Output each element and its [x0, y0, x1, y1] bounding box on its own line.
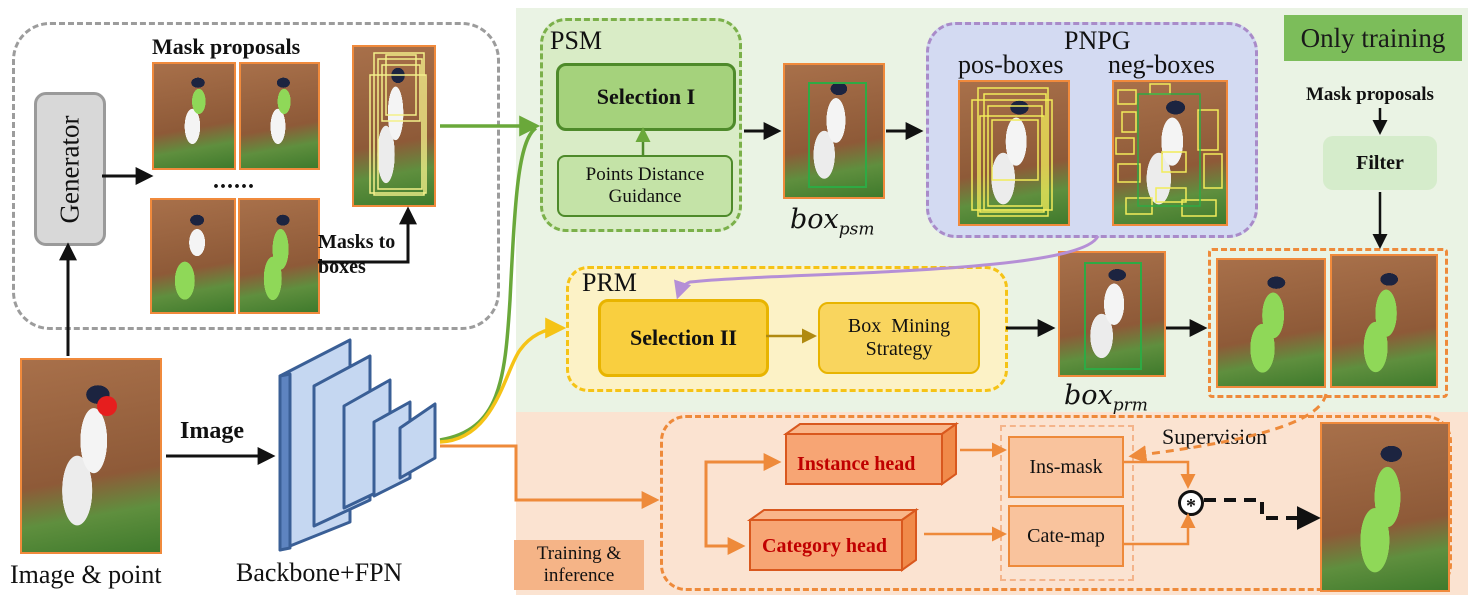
generator-block: Generator [34, 92, 106, 246]
box-prm-label: boxprm [1064, 380, 1148, 415]
mask-proposal-thumb-4 [238, 198, 320, 314]
mask-generation-panel [12, 22, 500, 330]
guidance-label-2: Guidance [608, 186, 682, 207]
final-output-thumb [1320, 422, 1450, 592]
mask-proposals-title: Mask proposals [152, 34, 301, 59]
only-training-label: Only training [1300, 22, 1446, 53]
input-image [20, 358, 162, 554]
pseudo-mask-group [1208, 248, 1448, 398]
mask-proposal-thumb-2 [239, 62, 320, 170]
psm-title: PSM [550, 26, 603, 55]
filter-block: Filter [1323, 136, 1437, 190]
only-training-mask-proposals: Mask proposals [1306, 84, 1434, 105]
only-training-badge: Only training [1284, 15, 1462, 61]
points-distance-guidance-block: Points Distance Guidance [557, 155, 733, 217]
selection-ii-label: Selection II [630, 325, 737, 350]
box-mining-label-2: Strategy [865, 338, 933, 360]
masks-to-boxes-label-1: Masks to [318, 231, 396, 253]
ins-mask-label: Ins-mask [1029, 455, 1103, 478]
instance-head-block [782, 422, 960, 486]
image-arrow-label: Image [180, 418, 244, 444]
cate-map-block: Cate-map [1008, 505, 1124, 567]
outputs-container [1000, 425, 1134, 581]
more-proposals-ellipsis: ...... [213, 168, 255, 194]
neg-boxes-thumb [1112, 80, 1228, 226]
input-caption: Image & point [10, 560, 162, 589]
guidance-label-1: Points Distance [585, 164, 705, 185]
input-point [97, 396, 117, 416]
selection-ii-block: Selection II [598, 299, 769, 377]
ins-mask-block: Ins-mask [1008, 436, 1124, 498]
category-head-block [746, 508, 920, 572]
box-psm-rect [808, 82, 867, 188]
box-prm-thumb [1058, 251, 1166, 377]
box-prm-base: box [1064, 380, 1113, 411]
filter-label: Filter [1356, 151, 1404, 174]
selection-i-label: Selection I [596, 84, 696, 109]
box-prm-sub: prm [1112, 395, 1148, 416]
training-tag-line-1: Training & [536, 543, 622, 564]
box-prm-rect [1084, 262, 1142, 370]
cate-map-label: Cate-map [1027, 524, 1105, 547]
mask-proposal-thumb-3 [150, 198, 236, 314]
backbone-fpn-stack [278, 338, 437, 552]
convolution-symbol: * [1186, 495, 1196, 517]
pnpg-title: PNPG [1064, 26, 1131, 55]
heads-panel [660, 415, 1452, 591]
box-mining-label-1: Box Mining [847, 315, 951, 337]
category-head-label: Category head [762, 535, 887, 557]
training-tag-line-2: inference [543, 565, 615, 586]
instance-head-label: Instance head [797, 453, 916, 475]
box-psm-label: boxpsm [790, 204, 875, 239]
box-psm-base: box [790, 204, 839, 235]
box-mining-strategy-block: Box Mining Strategy [818, 302, 980, 374]
pseudo-mask-thumb-1 [1216, 258, 1326, 388]
pseudo-mask-thumb-2 [1330, 254, 1438, 388]
pos-boxes-label: pos-boxes [958, 50, 1064, 79]
box-psm-sub: psm [838, 219, 875, 240]
training-inference-tag: Training & inference [514, 540, 644, 590]
neg-boxes-label: neg-boxes [1108, 50, 1215, 79]
prm-title: PRM [582, 268, 637, 297]
backbone-caption: Backbone+FPN [236, 558, 403, 587]
pos-boxes-overlay [971, 87, 1053, 217]
mask-proposal-thumb-1 [152, 62, 236, 170]
neg-boxes-overlay [1115, 83, 1223, 217]
yellow-box-overlay [369, 52, 427, 196]
